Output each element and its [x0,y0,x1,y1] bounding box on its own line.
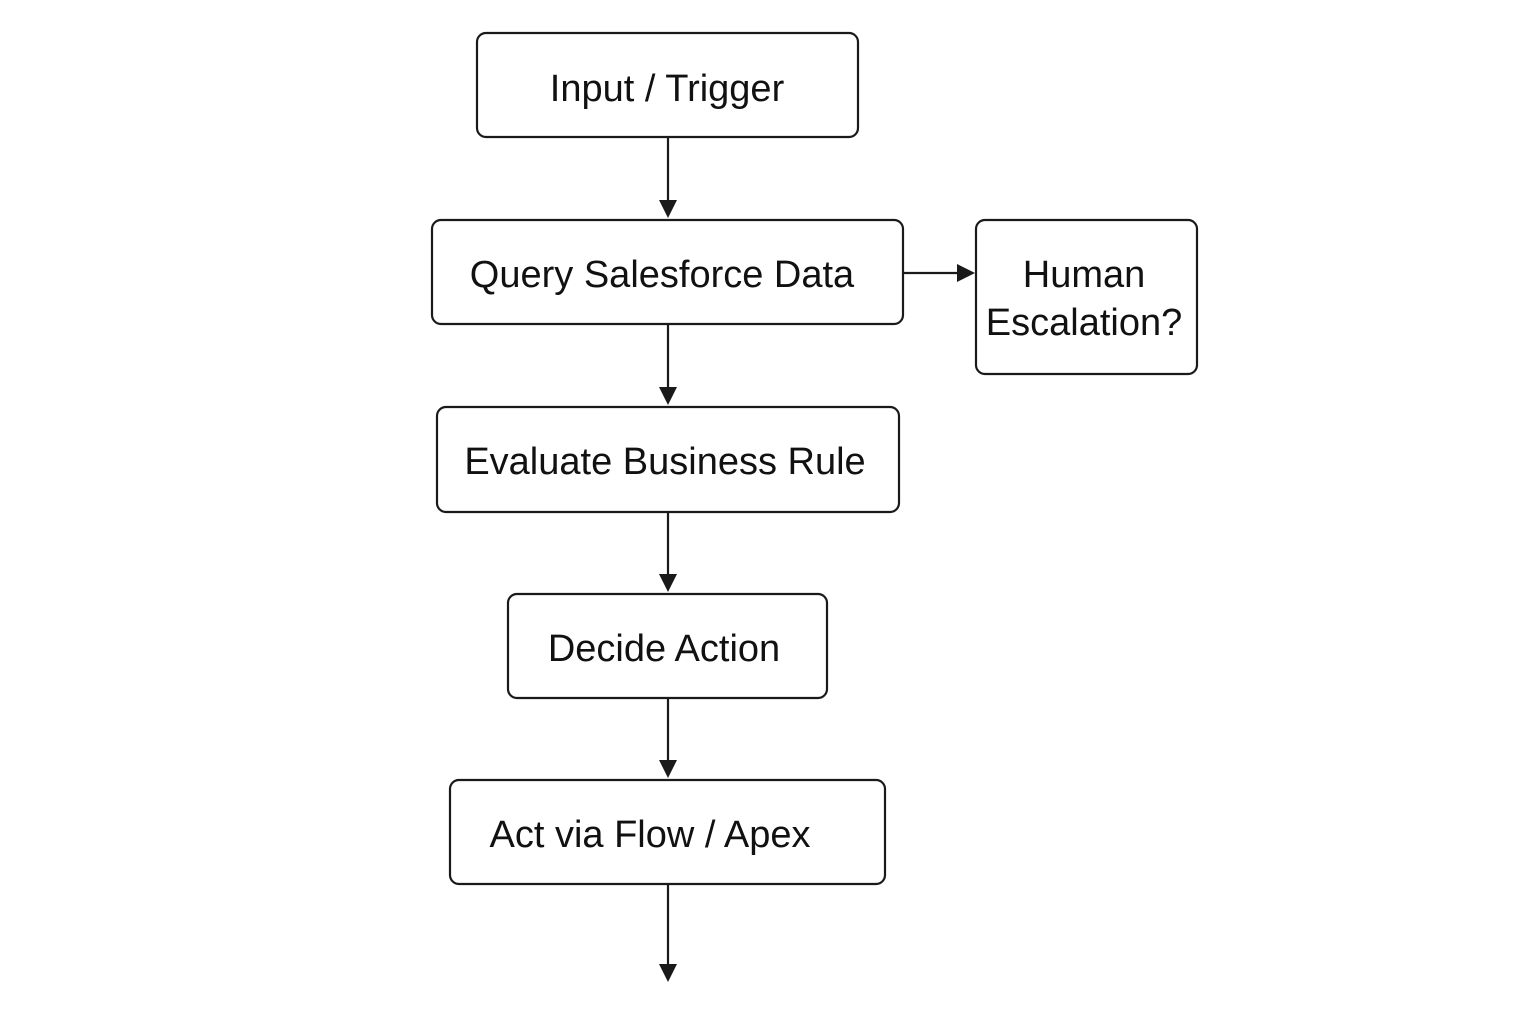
query-salesforce-data-label: Query Salesforce Data [470,254,855,296]
evaluate-business-rule-box [435,405,901,514]
query-salesforce-data-box [430,218,905,326]
act-via-flow-apex-label: Act via Flow / Apex [489,814,810,856]
node-query-salesforce-data: Query Salesforce Data [430,218,905,326]
edge-query-to-evaluate-arrowhead [659,387,677,405]
edge-decide-to-act-arrowhead [659,760,677,778]
edges-layer [659,137,975,982]
input-trigger-box [475,31,860,139]
node-evaluate-business-rule: Evaluate Business Rule [435,405,901,514]
edge-query-to-escalation-arrowhead [957,264,975,282]
evaluate-business-rule-label: Evaluate Business Rule [464,441,865,483]
human-escalation-box [974,218,1199,376]
input-trigger-label: Input / Trigger [550,68,785,110]
node-input-trigger: Input / Trigger [475,31,860,139]
act-via-flow-apex-box [448,778,887,886]
decide-action-box [506,592,829,700]
edge-evaluate-to-decide [659,512,677,592]
edge-evaluate-to-decide-arrowhead [659,574,677,592]
edge-act-out [659,884,677,982]
node-decide-action: Decide Action [506,592,829,700]
edge-input-to-query-arrowhead [659,200,677,218]
edge-query-to-evaluate [659,324,677,405]
edge-decide-to-act [659,698,677,778]
node-act-via-flow-apex: Act via Flow / Apex [448,778,887,886]
human-escalation-label-line-2: Escalation? [986,302,1182,344]
decide-action-label: Decide Action [548,628,780,670]
edge-act-out-arrowhead [659,964,677,982]
human-escalation-label-line-1: Human [1023,254,1146,296]
edge-input-to-query [659,137,677,218]
edge-query-to-escalation [903,264,975,282]
